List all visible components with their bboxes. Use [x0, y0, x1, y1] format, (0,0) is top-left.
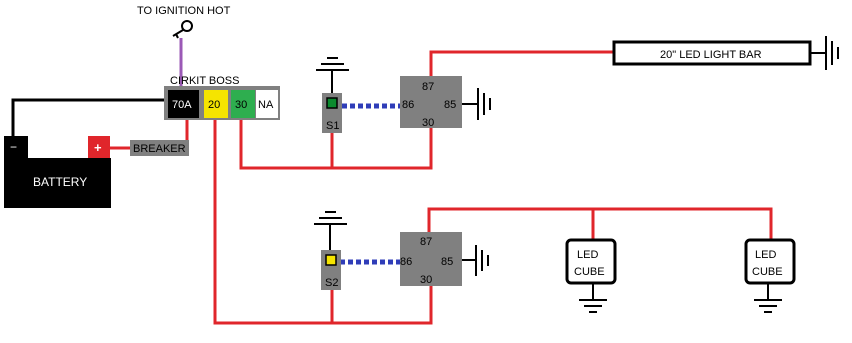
led-cube-1-ground-icon: [579, 299, 607, 313]
battery-negative-terminal: [4, 136, 28, 158]
relay-1: 87 86 85 30: [400, 76, 491, 129]
led-cube-1-label-line1: LED: [577, 249, 598, 261]
relay1-87-wire: [429, 50, 614, 76]
fuse-slot-na: [256, 90, 278, 118]
relay-2: 87 86 85 30: [400, 232, 489, 286]
s1-indicator: [326, 97, 338, 109]
s2-indicator: [325, 254, 337, 266]
battery-positive-terminal: [88, 136, 110, 158]
relay1-ground-icon: [477, 88, 491, 120]
fuse-slot-70a-label: 70A: [172, 99, 192, 111]
led-cube-2-label-line2: CUBE: [752, 266, 783, 278]
relay1-pin-85: 85: [444, 99, 456, 111]
fuse-slot-70a: [168, 90, 199, 118]
ignition-key-icon: [172, 20, 193, 39]
wires: [11, 38, 773, 325]
switch-s2: S2: [314, 211, 347, 290]
ignition-label: TO IGNITION HOT: [137, 5, 231, 17]
led-cube-2-label-line1: LED: [755, 249, 776, 261]
led-cube-1: LED CUBE: [565, 238, 617, 313]
led-cube-2-ground-icon: [754, 299, 782, 313]
led-cube-1-label-line2: CUBE: [574, 266, 605, 278]
fuse-slot-20: [204, 90, 228, 118]
relay2-ground-icon: [475, 245, 489, 276]
battery-negative-wire: [11, 98, 168, 136]
slot20-wire: [213, 120, 433, 325]
s1-ground-icon: [316, 57, 349, 71]
relay1-pin-87: 87: [422, 81, 434, 93]
breaker: BREAKER: [130, 140, 189, 156]
fuse-block: 70A 20 30 NA: [164, 86, 280, 120]
relay1-pin-86: 86: [402, 99, 414, 111]
relay2-pin-87: 87: [420, 236, 432, 248]
battery-negative-sign: −: [10, 140, 17, 154]
fuse-slot-20-label: 20: [208, 99, 220, 111]
light-bar-ground-icon: [825, 36, 839, 70]
fuse-slot-30: [231, 90, 255, 118]
light-bar-label: 20" LED LIGHT BAR: [660, 49, 762, 61]
led-light-bar: 20" LED LIGHT BAR: [612, 36, 839, 70]
relay2-pin-86: 86: [400, 256, 412, 268]
fuse-slot-30-label: 30: [235, 99, 247, 111]
fuse-block-title: CIRKIT BOSS: [170, 75, 239, 87]
battery-positive-sign: +: [94, 140, 102, 155]
relay2-pin-85: 85: [441, 256, 453, 268]
s2-ground-icon: [314, 211, 347, 225]
s1-label: S1: [326, 120, 339, 132]
breaker-label: BREAKER: [133, 143, 186, 155]
switch-s1: S1: [316, 57, 349, 133]
battery: − + BATTERY: [4, 136, 111, 208]
relay1-pin-30: 30: [422, 117, 434, 129]
relay2-pin-30: 30: [420, 274, 432, 286]
slot30-wire: [239, 120, 433, 170]
led-cube-2: LED CUBE: [744, 238, 796, 313]
s2-label: S2: [325, 277, 338, 289]
relay2-87-wire: [427, 207, 773, 240]
battery-label: BATTERY: [33, 175, 87, 189]
fuse-slot-na-label: NA: [258, 99, 274, 111]
